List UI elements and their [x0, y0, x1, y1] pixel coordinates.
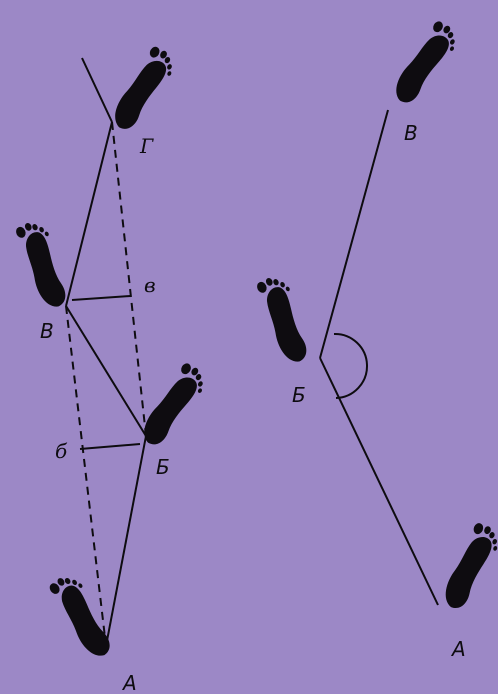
right-line-b-v [320, 110, 388, 358]
left-line-g-v [66, 122, 112, 306]
left-perpendicular-v [72, 296, 130, 300]
right-diagram: В Б А [252, 18, 498, 661]
left-perpendicular-b [80, 444, 140, 449]
label-left-small-b: б [55, 439, 68, 463]
left-line-v-b [66, 306, 146, 436]
right-angle-arc [334, 334, 367, 398]
footprint-right-b [252, 272, 318, 367]
right-line-b-a [320, 358, 438, 605]
footprint-left-b [138, 360, 211, 453]
footprint-right-a [440, 520, 498, 615]
left-line-g-extension [82, 58, 112, 122]
footprint-left-a [45, 570, 122, 662]
label-left-g: Г [139, 134, 154, 158]
label-right-a: А [450, 637, 466, 661]
left-line-b-a [106, 436, 146, 646]
label-left-small-v: в [144, 273, 156, 297]
label-right-b: Б [292, 383, 306, 407]
label-left-b: Б [156, 455, 170, 479]
footprint-right-v [390, 18, 463, 111]
footprint-left-g [109, 43, 180, 137]
label-left-a: А [121, 671, 137, 694]
label-right-v: В [404, 121, 418, 145]
label-left-v: В [40, 319, 54, 343]
left-diagram: Г В Б А в б [11, 43, 210, 694]
